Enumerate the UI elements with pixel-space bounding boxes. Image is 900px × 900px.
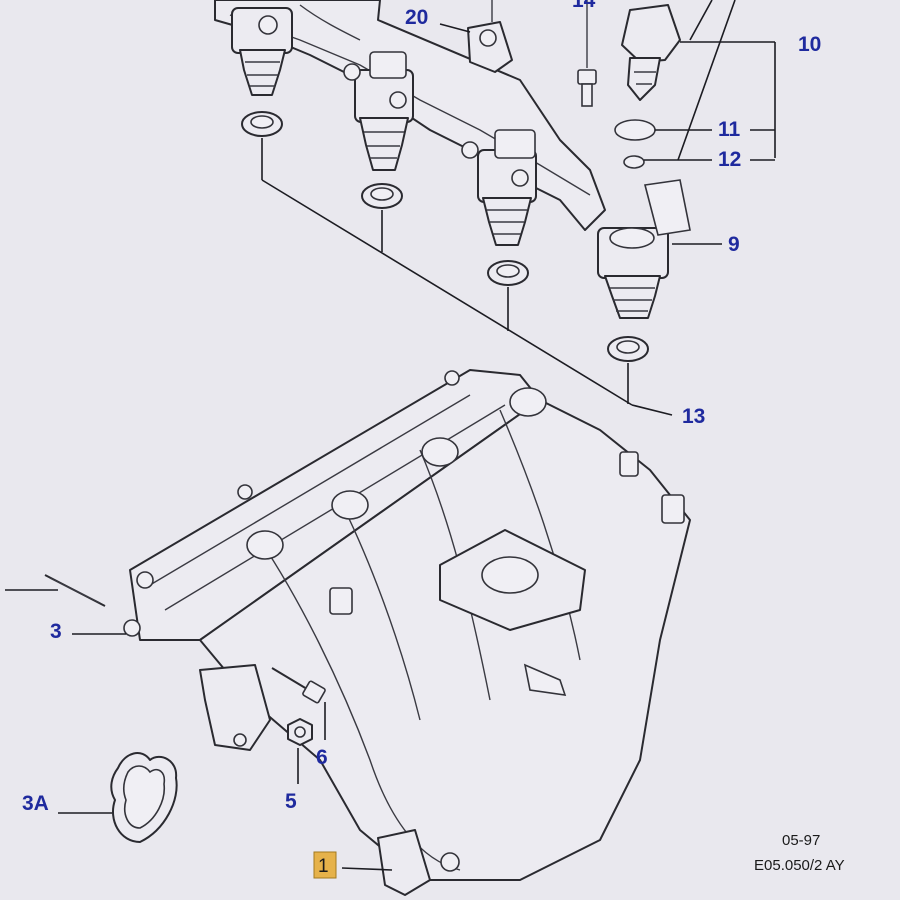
callout-3a: 3A bbox=[22, 792, 49, 815]
injector-1 bbox=[231, 7, 293, 96]
manifold-bolt bbox=[271, 667, 326, 704]
seal-washer bbox=[623, 155, 645, 169]
o-ring bbox=[614, 119, 656, 141]
callout-12: 12 bbox=[718, 148, 741, 171]
injector-4 bbox=[597, 179, 691, 319]
callout-labels: 20 14 10 11 12 9 13 3 6 5 3A 1 bbox=[22, 0, 821, 879]
callout-3: 3 bbox=[50, 620, 62, 643]
callout-6: 6 bbox=[316, 746, 328, 769]
callout-1-highlight bbox=[313, 851, 337, 879]
callout-5: 5 bbox=[285, 790, 297, 813]
date-code: 05-97 bbox=[782, 832, 820, 849]
callout-13: 13 bbox=[682, 405, 705, 428]
manifold-gasket bbox=[110, 752, 178, 843]
injector-seals bbox=[241, 111, 649, 362]
rail-bolt bbox=[577, 0, 597, 107]
callout-14: 14 bbox=[572, 0, 596, 12]
callout-10: 10 bbox=[798, 33, 821, 56]
drawing-reference: E05.050/2 AY bbox=[754, 857, 845, 874]
intake-manifold bbox=[123, 369, 691, 896]
injector-3 bbox=[461, 129, 537, 246]
manifold-nut bbox=[287, 718, 313, 746]
callout-1: 1 bbox=[318, 856, 329, 877]
injector-2 bbox=[343, 51, 414, 171]
callout-20: 20 bbox=[405, 6, 428, 29]
callout-11: 11 bbox=[718, 118, 741, 141]
manifold-stud bbox=[44, 574, 106, 607]
callout-9: 9 bbox=[728, 233, 740, 256]
leader-lines bbox=[5, 0, 776, 871]
injector-connector bbox=[621, 4, 681, 101]
rail-bracket bbox=[467, 0, 513, 73]
